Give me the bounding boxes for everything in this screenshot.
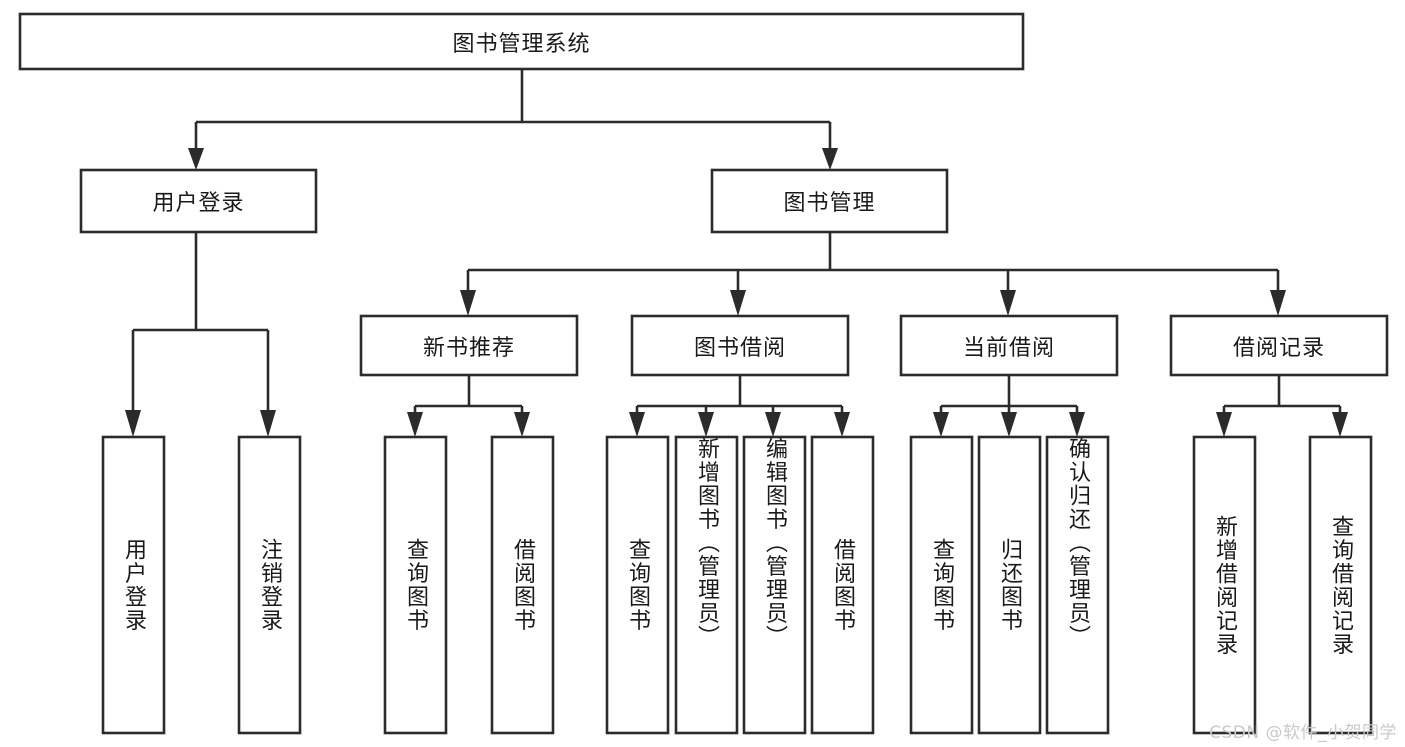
arrow-head-level3-4 [1270,290,1286,316]
arrow-head-leaf-newbook-1 [407,412,423,437]
node-box-user-login[interactable] [79,168,318,234]
node-box-leaf-query-book-current[interactable] [909,435,974,735]
arrow-head-leaf-bookborrow-4 [834,412,850,437]
node-box-leaf-borrow-book[interactable] [810,435,875,735]
node-box-leaf-return-book[interactable] [977,435,1042,735]
arrow-head-leaf-bookborrow-2 [698,412,714,437]
node-box-book-manage[interactable] [710,168,949,234]
node-box-leaf-query-book-borrow[interactable] [605,435,670,735]
node-box-root[interactable] [18,12,1025,71]
arrow-head-leaf-currentborrow-1 [933,412,949,437]
node-box-leaf-query-book-recommend[interactable] [383,435,448,735]
arrow-head-user-login [188,148,204,170]
arrow-head-leaf-borrowrecord-1 [1216,412,1232,437]
arrow-head-level3-1 [460,290,476,316]
csdn-watermark: CSDN @软件_小贺同学 [1209,723,1397,743]
arrow-head-level3-2 [730,290,746,316]
arrow-head-book-manage [822,148,838,170]
node-box-leaf-user-login[interactable] [101,435,166,735]
arrow-head-leaf-bookborrow-1 [629,412,645,437]
node-box-leaf-add-borrow-record[interactable] [1192,435,1257,735]
arrow-head-leaf-user-login-1 [125,410,141,437]
node-box-leaf-logout[interactable] [237,435,302,735]
node-box-leaf-query-borrow-record[interactable] [1308,435,1373,735]
node-box-leaf-borrow-book-recommend[interactable] [490,435,555,735]
arrow-head-leaf-currentborrow-2 [1001,412,1017,437]
arrow-head-leaf-borrowrecord-2 [1332,412,1348,437]
arrow-head-leaf-newbook-2 [514,412,530,437]
arrow-head-leaf-user-login-2 [260,410,276,437]
node-box-leaf-edit-book-admin[interactable] [742,435,807,735]
node-box-current-borrow[interactable] [899,314,1119,377]
node-box-leaf-confirm-return-admin[interactable] [1045,435,1110,735]
arrow-head-leaf-bookborrow-3 [765,412,781,437]
arrow-head-leaf-currentborrow-3 [1069,412,1085,437]
arrow-head-level3-3 [1000,290,1016,316]
node-box-book-borrow[interactable] [630,314,850,377]
node-box-new-book-recommend[interactable] [359,314,579,377]
node-box-leaf-add-book-admin[interactable] [674,435,739,735]
node-box-borrow-record[interactable] [1169,314,1389,377]
